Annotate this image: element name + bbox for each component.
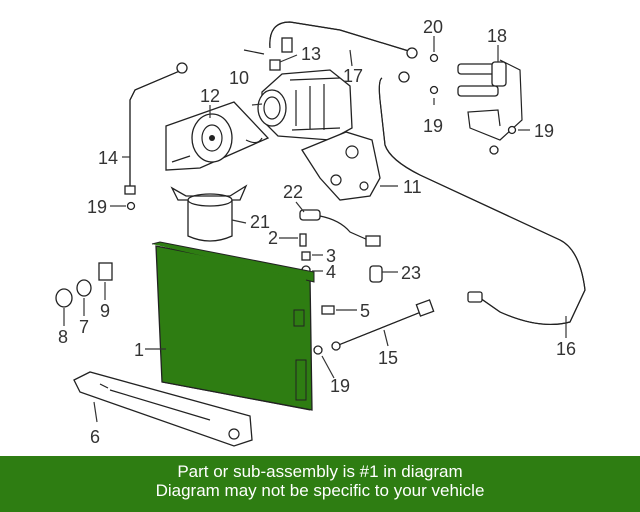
callout-19-d: 19	[330, 376, 350, 396]
callout-22: 22	[283, 182, 303, 202]
callout-13: 13	[301, 44, 321, 64]
part-8-bushing[interactable]	[55, 288, 73, 308]
part-16-ac-line[interactable]	[378, 71, 586, 326]
part-12-clutch[interactable]	[165, 101, 270, 171]
callout-19-b: 19	[534, 121, 554, 141]
part-19-oring-c[interactable]	[126, 201, 136, 211]
callout-1: 1	[134, 340, 144, 360]
callout-12: 12	[200, 86, 220, 106]
part-19-oring-d[interactable]	[313, 345, 323, 355]
callout-8: 8	[58, 327, 68, 347]
callout-4: 4	[326, 262, 336, 282]
callout-11: 11	[403, 177, 422, 197]
callout-2: 2	[268, 228, 278, 248]
callout-7: 7	[79, 317, 89, 337]
part-10-compressor[interactable]	[257, 69, 353, 141]
part-20-oring[interactable]	[429, 53, 439, 63]
callout-labels: 1 2 3 4 5 6 7 8 9 10 11 12 13 14 15 16 1…	[58, 17, 576, 447]
part-3-nut[interactable]	[301, 251, 311, 261]
callout-14: 14	[98, 148, 118, 168]
banner-line-2: Diagram may not be specific to your vehi…	[155, 481, 485, 500]
part-7-bushing[interactable]	[76, 279, 92, 297]
part-19-oring-a[interactable]	[429, 85, 439, 95]
callout-16: 16	[556, 339, 576, 359]
callout-6: 6	[90, 427, 100, 447]
part-23-switch[interactable]	[369, 265, 383, 283]
part-9-clip[interactable]	[98, 262, 113, 281]
banner-line-1: Part or sub-assembly is #1 in diagram	[177, 462, 463, 481]
part-21-receiver-drier[interactable]	[170, 184, 248, 242]
callout-21: 21	[250, 212, 270, 232]
part-2-bolt[interactable]	[299, 233, 307, 247]
leader-lines	[63, 36, 567, 423]
part-17-ac-line[interactable]	[269, 21, 418, 59]
info-banner: Part or sub-assembly is #1 in diagram Di…	[0, 456, 640, 512]
part-22-sensor[interactable]	[299, 209, 381, 247]
callout-23: 23	[401, 263, 421, 283]
part-18-line-assembly[interactable]	[457, 59, 523, 155]
part-15-ac-line[interactable]	[331, 299, 435, 351]
callout-20: 20	[423, 17, 443, 37]
part-1-condenser[interactable]	[151, 241, 315, 411]
callout-19-a: 19	[423, 116, 443, 136]
part-5-clip[interactable]	[321, 305, 335, 315]
part-11-bracket[interactable]	[301, 131, 381, 201]
callout-19-c: 19	[87, 197, 107, 217]
callout-9: 9	[100, 301, 110, 321]
parts-diagram: 1 2 3 4 5 6 7 8 9 10 11 12 13 14 15 16 1…	[55, 17, 586, 447]
part-13-bolt[interactable]	[243, 49, 281, 71]
callout-10: 10	[229, 68, 249, 88]
callout-15: 15	[378, 348, 398, 368]
callout-18: 18	[487, 26, 507, 46]
part-6-support[interactable]	[73, 371, 253, 447]
callout-5: 5	[360, 301, 370, 321]
part-14-ac-line[interactable]	[124, 62, 188, 195]
callout-3: 3	[326, 246, 336, 266]
part-19-oring-b[interactable]	[507, 125, 517, 135]
callout-17: 17	[343, 66, 363, 86]
